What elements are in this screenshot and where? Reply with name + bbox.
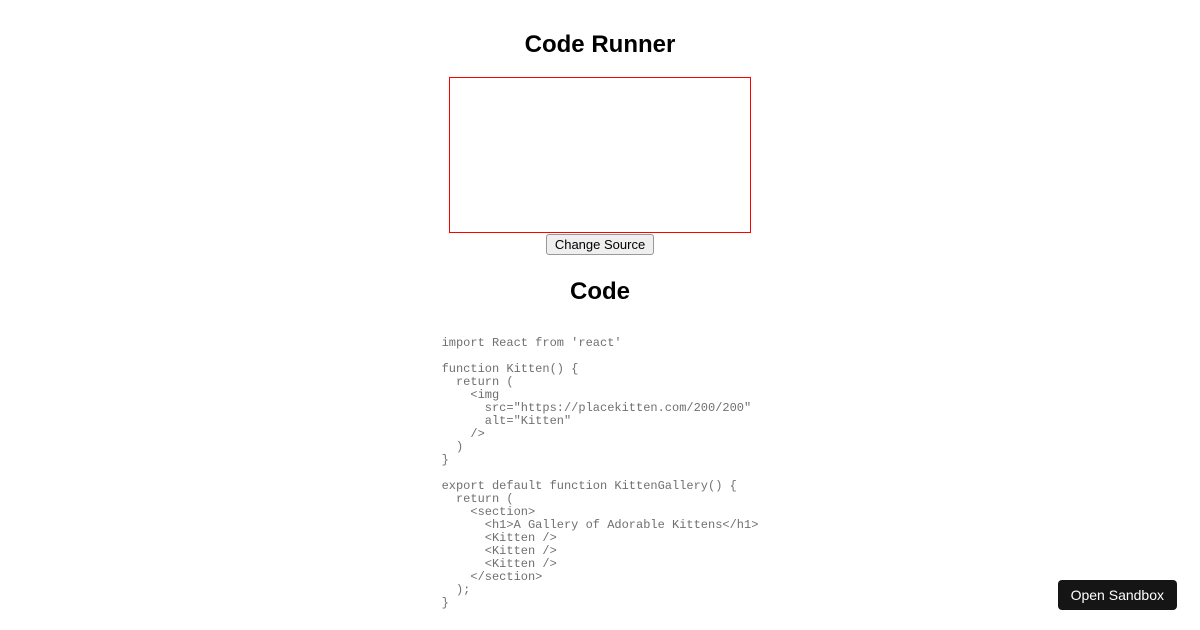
change-source-button[interactable]: Change Source bbox=[545, 234, 655, 255]
preview-iframe bbox=[449, 77, 751, 233]
page-title: Code Runner bbox=[524, 31, 676, 58]
code-section-heading: Code bbox=[570, 278, 630, 305]
open-sandbox-button[interactable]: Open Sandbox bbox=[1057, 580, 1177, 610]
code-block: import React from 'react' function Kitte… bbox=[441, 336, 759, 610]
